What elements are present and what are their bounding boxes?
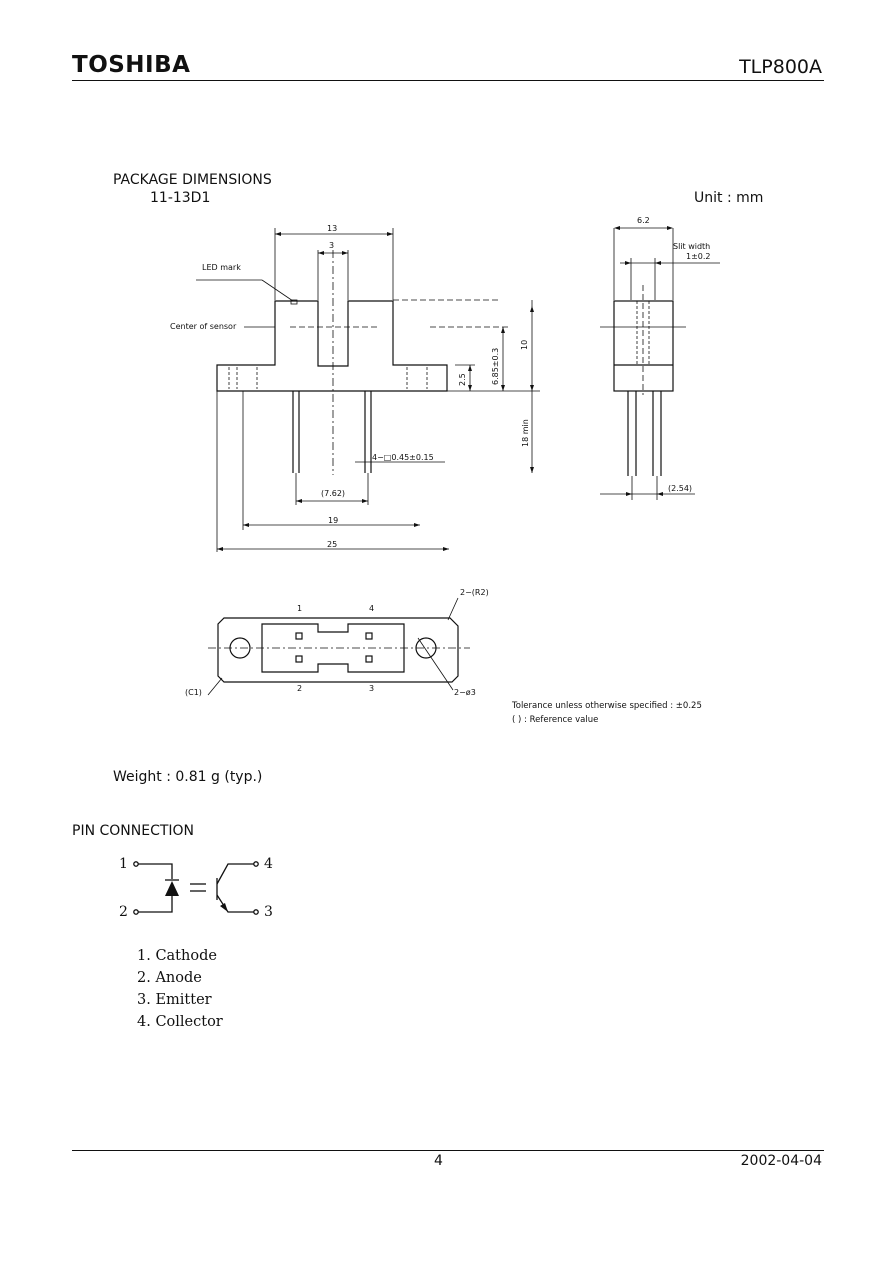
pin-label-4: 4	[264, 856, 273, 872]
dim-25: 25	[327, 540, 338, 549]
bottom-pin-1: 1	[297, 604, 303, 613]
led-mark-label: LED mark	[202, 263, 241, 272]
package-title: PACKAGE DIMENSIONS	[113, 172, 272, 188]
dim-7-62: (7.62)	[321, 489, 346, 498]
dim-6-2: 6.2	[637, 216, 650, 225]
package-code: 11-13D1	[150, 190, 211, 206]
chamfer-label: (C1)	[185, 688, 202, 697]
tolerance-note: Tolerance unless otherwise specified : ±…	[512, 701, 702, 711]
list-item: 4. Collector	[137, 1014, 223, 1030]
slit-width-value: 1±0.2	[686, 252, 711, 261]
bottom-pin-4: 4	[369, 604, 375, 613]
unit-label: Unit : mm	[694, 190, 764, 206]
header-rule	[72, 80, 824, 81]
list-item: 3. Emitter	[137, 992, 212, 1008]
hole-label: 2−ø3	[454, 688, 476, 697]
pin-connection-schematic	[133, 861, 259, 915]
list-item: 1. Cathode	[137, 948, 217, 964]
dim-2-54: (2.54)	[668, 484, 693, 493]
pin-list: 1. Cathode 2. Anode 3. Emitter 4. Collec…	[137, 945, 223, 1033]
pin-label-2: 2	[119, 904, 128, 920]
dim-3: 3	[329, 241, 335, 250]
dim-18-min: 18 min	[521, 419, 530, 447]
footer-date: 2002-04-04	[740, 1153, 822, 1169]
footer-rule	[72, 1150, 824, 1151]
dim-2-5: 2.5	[458, 373, 467, 386]
dim-19: 19	[328, 516, 339, 525]
part-number: TLP800A	[739, 56, 822, 78]
list-item: 2. Anode	[137, 970, 202, 986]
pin-label-3: 3	[264, 904, 273, 920]
bottom-pin-3: 3	[369, 684, 375, 693]
corner-radius-label: 2−(R2)	[460, 588, 489, 597]
page-number: 4	[434, 1153, 443, 1169]
center-of-sensor-label: Center of sensor	[170, 322, 237, 331]
brand-logo: TOSHIBA	[72, 52, 191, 78]
pin-label-1: 1	[119, 856, 128, 872]
dim-10: 10	[520, 339, 529, 350]
reference-note: ( ) : Reference value	[512, 715, 599, 725]
slit-width-label: Slit width	[673, 242, 711, 251]
dim-6-85: 6.85±0.3	[491, 347, 500, 385]
weight-text: Weight : 0.81 g (typ.)	[113, 769, 263, 785]
lead-spec: 4−□0.45±0.15	[372, 453, 434, 462]
dim-13: 13	[327, 224, 338, 233]
pin-connection-title: PIN CONNECTION	[72, 823, 195, 839]
bottom-pin-2: 2	[297, 684, 303, 693]
package-drawing	[196, 226, 720, 696]
